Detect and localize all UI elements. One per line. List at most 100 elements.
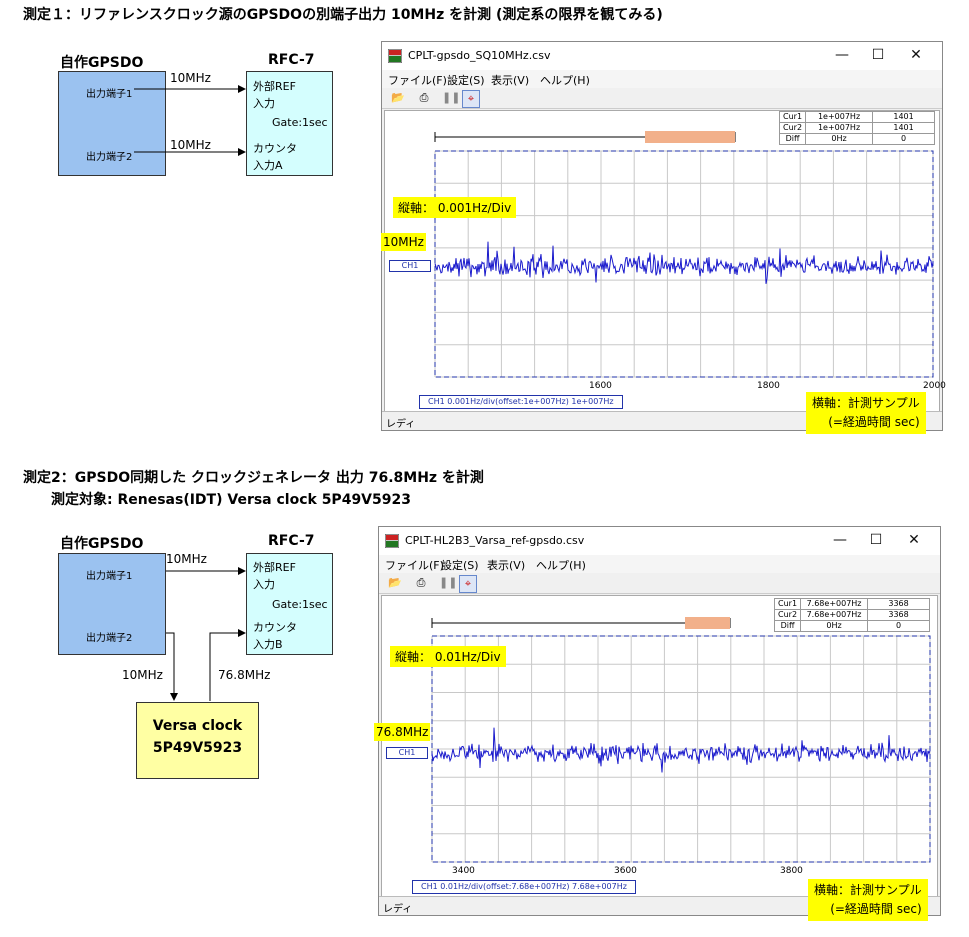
window1-titlebar: CPLT-gpsdo_SQ10MHz.csv — ☐ ✕: [382, 42, 942, 70]
level-label-2: 76.8MHz: [374, 723, 431, 741]
plot-footer-2: CH1 0.01Hz/div(offset:7.68e+007Hz) 7.68e…: [412, 880, 636, 894]
rfc-counter: カウンタ: [253, 142, 297, 155]
plot1-svg: [434, 131, 934, 378]
noise-trace: [434, 241, 934, 284]
wire2-versa-to-inputb: [209, 629, 246, 701]
section2-heading: 測定2：GPSDO同期した クロックジェネレータ 出力 76.8MHz を計測: [23, 470, 484, 486]
window2-toolbar: 📂 ⎙ ❚❚ ⌖: [379, 573, 940, 594]
menu-view[interactable]: 表示(V): [491, 74, 530, 87]
gpsdo-title-2: 自作GPSDO: [60, 536, 144, 552]
rfc-title-2: RFC-7: [268, 533, 315, 549]
x-note2-line2: (=経過時間 sec): [830, 902, 922, 916]
rfc2-gate: Gate:1sec: [272, 598, 328, 611]
cursor-cell: 1e+007Hz: [805, 122, 874, 134]
cursor-cell: Diff: [773, 620, 802, 632]
open-folder-icon[interactable]: 📂: [388, 576, 402, 589]
wire2-label-up: 76.8MHz: [218, 668, 271, 682]
print-icon[interactable]: ⎙: [416, 576, 426, 589]
plot-frame: [434, 150, 934, 378]
cursor-cell: Cur2: [778, 122, 807, 134]
menu-view[interactable]: 表示(V): [487, 559, 526, 572]
x-note2-line1: 横軸：計測サンプル: [814, 883, 922, 897]
cursor-cell: 7.68e+007Hz: [800, 598, 869, 610]
window2-menubar: ファイル(F) 設定(S) 表示(V) ヘルプ(H): [379, 555, 940, 573]
cursor-icon[interactable]: ⌖: [459, 575, 477, 593]
cursor-cell: Cur1: [773, 598, 802, 610]
window1-title: CPLT-gpsdo_SQ10MHz.csv: [408, 49, 551, 62]
section2-subheading: 測定対象: Renesas(IDT) Versa clock 5P49V5923: [51, 492, 411, 508]
waveform-window-1: CPLT-gpsdo_SQ10MHz.csv — ☐ ✕ ファイル(F) 設定(…: [381, 41, 946, 431]
rfc-input-a: 入力A: [253, 159, 283, 172]
channel-marker-2: CH1: [386, 747, 428, 759]
x-tick: 3800: [780, 866, 803, 876]
x-tick: 1600: [589, 381, 612, 391]
section1-heading: 測定１：リファレンスクロック源のGPSDOの別端子出力 10MHz を計測 (測…: [23, 7, 663, 23]
gpsdo-port1: 出力端子1: [86, 89, 133, 100]
menu-settings[interactable]: 設定(S): [441, 559, 479, 572]
menu-help[interactable]: ヘルプ(H): [540, 74, 590, 87]
rfc2-input-b: 入力B: [253, 638, 283, 651]
window1-menubar: ファイル(F) 設定(S) 表示(V) ヘルプ(H): [382, 70, 942, 88]
cursor-cell: Diff: [778, 133, 807, 145]
maximize-icon[interactable]: ☐: [869, 532, 883, 548]
minimize-icon[interactable]: —: [835, 47, 849, 63]
menu-help[interactable]: ヘルプ(H): [536, 559, 586, 572]
cursor-cell: 1401: [872, 122, 936, 134]
rfc-title: RFC-7: [268, 52, 315, 68]
waveform-window-2: CPLT-HL2B3_Varsa_ref-gpsdo.csv — ☐ ✕ ファイ…: [374, 526, 941, 916]
window2-title: CPLT-HL2B3_Varsa_ref-gpsdo.csv: [405, 534, 585, 547]
close-icon[interactable]: ✕: [910, 47, 922, 63]
x-tick: 3600: [614, 866, 637, 876]
y-div-label-2: 縦軸： 0.01Hz/Div: [390, 646, 506, 667]
cursor-cell: 3368: [867, 598, 931, 610]
wire-label-bottom: 10MHz: [170, 138, 211, 152]
x-tick: 2000: [923, 381, 946, 391]
y-div-label-1: 縦軸： 0.001Hz/Div: [393, 197, 517, 218]
menu-settings[interactable]: 設定(S): [447, 74, 485, 87]
statusbar-2: レディ: [379, 896, 940, 915]
cursor-icon[interactable]: ⌖: [462, 90, 480, 108]
range-bar-highlight: [685, 617, 730, 629]
cursor-cell: 3368: [867, 609, 931, 621]
versa-line2: 5P49V5923: [152, 740, 243, 756]
gpsdo-port2: 出力端子2: [86, 152, 133, 163]
rfc-input: 入力: [253, 97, 275, 110]
level-label-1: 10MHz: [381, 233, 426, 251]
x-note-line1: 横軸：計測サンプル: [812, 396, 920, 410]
wire2-label-top: 10MHz: [166, 552, 207, 566]
pause-icon[interactable]: ❚❚: [442, 91, 461, 104]
menu-file[interactable]: ファイル(F): [385, 559, 444, 572]
gpsdo2-port1: 出力端子1: [86, 571, 133, 582]
plot-frame: [431, 635, 931, 863]
maximize-icon[interactable]: ☐: [871, 47, 885, 63]
minimize-icon[interactable]: —: [833, 532, 847, 548]
close-icon[interactable]: ✕: [908, 532, 920, 548]
rfc2-counter: カウンタ: [253, 621, 297, 634]
open-folder-icon[interactable]: 📂: [391, 91, 405, 104]
cursor-cell: 1401: [872, 111, 936, 123]
gpsdo-title: 自作GPSDO: [60, 55, 144, 71]
wire-label-top: 10MHz: [170, 71, 211, 85]
gpsdo2-port2: 出力端子2: [86, 633, 133, 644]
rfc2-ext-ref: 外部REF: [253, 561, 296, 574]
window2-titlebar: CPLT-HL2B3_Varsa_ref-gpsdo.csv — ☐ ✕: [379, 527, 940, 555]
versa-line1: Versa clock: [152, 718, 243, 734]
rfc-ext-ref: 外部REF: [253, 80, 296, 93]
menu-file[interactable]: ファイル(F): [388, 74, 447, 87]
print-icon[interactable]: ⎙: [419, 91, 429, 104]
app-icon: [388, 49, 402, 63]
rfc-block-2: [246, 553, 333, 655]
window1-toolbar: 📂 ⎙ ❚❚ ⌖: [382, 88, 942, 109]
status-text-1: レディ: [386, 419, 416, 430]
pause-icon[interactable]: ❚❚: [439, 576, 458, 589]
